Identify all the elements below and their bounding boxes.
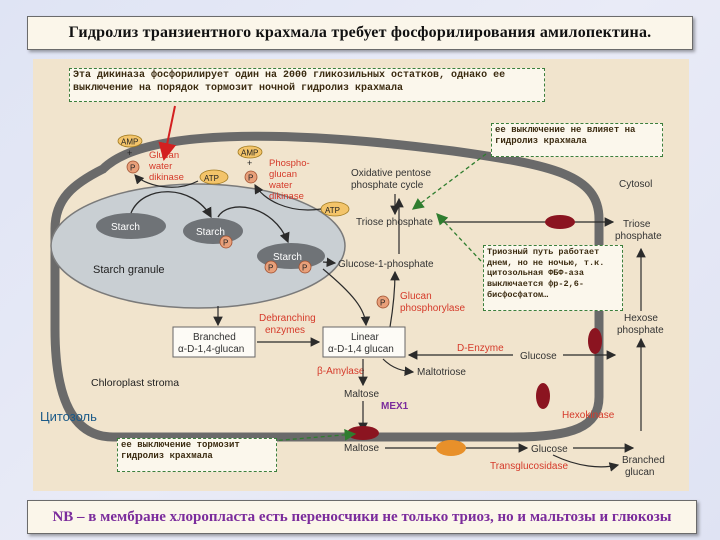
mex1-label: MEX1 xyxy=(381,401,409,412)
maltotriose-label: Maltotriose xyxy=(417,367,466,378)
phosphate-circle-starch-3a: P xyxy=(264,260,278,274)
phosphate-circle-1: P xyxy=(126,160,140,174)
maltose-label-stroma: Maltose xyxy=(344,389,379,400)
triose-transporter xyxy=(545,215,575,229)
glucan-water-dikinase-label: Glucan water dikinase xyxy=(148,150,184,183)
arrow-starch-1-2 xyxy=(130,191,212,219)
starch-label-1: Starch xyxy=(111,222,140,233)
maltose-note: ее выключение тормозит гидролиз крахмала xyxy=(117,438,277,472)
beta-amylase-label: β-Amylase xyxy=(317,366,365,377)
triose-phosphate-label: Triose phosphate xyxy=(356,217,433,228)
arrow-glucose-to-branched xyxy=(552,454,620,472)
slide-title: Гидролиз транзиентного крахмала требует … xyxy=(27,16,693,50)
svg-text:AMP: AMP xyxy=(121,138,138,147)
arrow-linear-to-g1p xyxy=(389,270,400,328)
d-enzyme-label: D-Enzyme xyxy=(457,343,504,354)
linear-glucan-box xyxy=(322,326,406,358)
glucose-transporter-lower xyxy=(536,383,550,409)
glucose-label-cytosol: Glucose xyxy=(531,444,568,455)
green-pointer-triose xyxy=(436,213,482,262)
bottom-note: NB – в мембране хлоропласта есть перенос… xyxy=(27,500,697,534)
chloroplast-envelope xyxy=(50,131,604,442)
mex1-transporter xyxy=(347,426,379,440)
arrow-linear-to-maltotriose xyxy=(382,358,415,376)
arrow-atp-to-amp-1 xyxy=(134,174,199,188)
plus-sign-2: + xyxy=(247,158,252,168)
linear-glucan-label: Linear α-D-1,4 glucan xyxy=(328,332,394,355)
arrow-starch-to-g1p xyxy=(322,257,337,268)
pathway-diagram: Starch Starch Starch P P P Starch granul… xyxy=(40,105,668,478)
triose-phosphate-out-label: Triose phosphate xyxy=(615,219,662,242)
starch-label-3: Starch xyxy=(273,252,302,263)
red-pointer-arrow xyxy=(158,105,177,161)
branched-glucan-label: Branched α-D-1,4-glucan xyxy=(178,332,244,355)
maltose-label-cytosol: Maltose xyxy=(344,443,379,454)
cytosol-label: Cytosol xyxy=(619,179,652,190)
phosphate-circle-phosphorylase: P xyxy=(376,295,390,309)
svg-text:P: P xyxy=(223,239,228,248)
chloroplast-stroma-label: Chloroplast stroma xyxy=(91,377,179,389)
hexose-phosphate-label: Hexose phosphate xyxy=(617,313,664,336)
phosphate-circle-starch-3b: P xyxy=(298,260,312,274)
svg-text:P: P xyxy=(380,299,385,308)
starch-blob-1 xyxy=(96,213,166,239)
atp-badge-1: ATP xyxy=(199,169,229,185)
arrow-starch-to-linear xyxy=(322,268,371,327)
svg-text:ATP: ATP xyxy=(325,206,340,215)
branched-glucan-out-label: Branched glucan xyxy=(622,455,668,478)
glucose-transporter-orange xyxy=(436,440,466,456)
svg-text:ATP: ATP xyxy=(204,174,219,183)
amp-badge-1: AMP xyxy=(117,134,143,148)
phospho-glucan-water-dikinase-label: Phospho- glucan water dikinase xyxy=(268,158,312,202)
phosphate-circle-starch-2: P xyxy=(219,235,233,249)
svg-text:AMP: AMP xyxy=(241,149,258,158)
cytosol-ru-label: Цитозоль xyxy=(40,409,97,424)
triose-note: Триозный путь работает днем, но не ночью… xyxy=(483,245,623,311)
green-pointer-pentose xyxy=(411,153,487,210)
svg-text:P: P xyxy=(248,174,253,183)
plus-sign-1: + xyxy=(127,148,132,158)
arrow-atp-to-amp-2 xyxy=(254,183,322,211)
transglucosidase-label: Transglucosidase xyxy=(490,461,568,472)
oxidative-pentose-label: Oxidative pentose phosphate cycle xyxy=(351,168,434,191)
pentose-note: ее выключение не влияет на гидролиз крах… xyxy=(491,123,663,157)
glucose-transporter-stroma xyxy=(588,328,602,354)
svg-text:P: P xyxy=(268,264,273,273)
hexokinase-label: Hexokinase xyxy=(562,410,615,421)
dikinase-note: Эта дикиназа фосфорилирует один на 2000 … xyxy=(69,68,545,102)
atp-badge-2: ATP xyxy=(320,201,350,217)
glucose-label-stroma: Glucose xyxy=(520,351,557,362)
starch-granule-label: Starch granule xyxy=(93,264,165,276)
phosphate-circle-2: P xyxy=(244,170,258,184)
glucan-phosphorylase-label: Glucan phosphorylase xyxy=(400,291,465,314)
svg-text:P: P xyxy=(130,164,135,173)
starch-label-2: Starch xyxy=(196,227,225,238)
branched-glucan-box xyxy=(172,326,256,358)
svg-text:P: P xyxy=(302,264,307,273)
amp-badge-2: AMP xyxy=(237,145,263,159)
pathway-figure: Starch Starch Starch P P P Starch granul… xyxy=(33,59,689,491)
arrow-starch-2-3 xyxy=(217,206,290,244)
glucose-1-phosphate-label: Glucose-1-phosphate xyxy=(338,259,434,270)
debranching-enzymes-label: Debranching enzymes xyxy=(259,313,319,336)
